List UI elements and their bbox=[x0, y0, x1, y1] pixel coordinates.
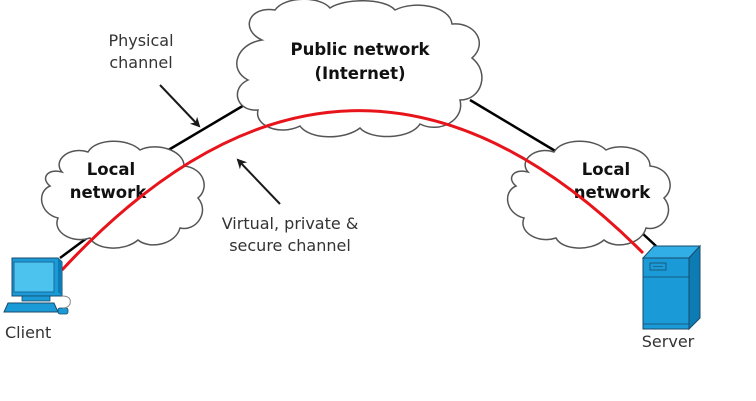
virtual-channel-arc bbox=[60, 109, 645, 272]
local-network-cloud-left: Local network bbox=[40, 140, 205, 249]
client-label: Client bbox=[5, 323, 51, 342]
server-node: Server bbox=[641, 244, 702, 351]
virtual-channel-label-line2: secure channel bbox=[229, 236, 351, 255]
physical-channel-annotation: Physical channel bbox=[108, 31, 201, 128]
desktop-computer-icon bbox=[3, 257, 71, 315]
physical-link-public-local bbox=[469, 98, 563, 157]
server-tower-icon bbox=[641, 244, 702, 331]
physical-channel-label-line1: Physical bbox=[108, 31, 173, 50]
public-network-label-line1: Public network bbox=[290, 40, 430, 59]
cloud-shape bbox=[236, 0, 483, 138]
physical-link-local-server bbox=[641, 232, 657, 247]
virtual-channel-label-line1: Virtual, private & bbox=[222, 214, 359, 233]
cloud-shape bbox=[506, 140, 671, 249]
local-network-right-line2: network bbox=[574, 183, 652, 202]
physical-link-local-public bbox=[164, 102, 247, 154]
local-network-right-line1: Local bbox=[582, 160, 630, 179]
cloud-shape bbox=[40, 140, 205, 249]
client-node: Client bbox=[3, 257, 71, 342]
local-network-left-line2: network bbox=[70, 183, 148, 202]
virtual-channel-arrow-icon bbox=[236, 158, 281, 205]
server-label: Server bbox=[642, 332, 695, 351]
local-network-left-line1: Local bbox=[87, 160, 135, 179]
physical-channel-label-line2: channel bbox=[109, 53, 172, 72]
public-network-cloud: Public network (Internet) bbox=[236, 0, 483, 138]
public-network-label-line2: (Internet) bbox=[314, 64, 405, 83]
local-network-cloud-right: Local network bbox=[506, 140, 671, 249]
physical-channel-arrow-icon bbox=[159, 84, 201, 128]
virtual-channel-annotation: Virtual, private & secure channel bbox=[222, 158, 359, 255]
